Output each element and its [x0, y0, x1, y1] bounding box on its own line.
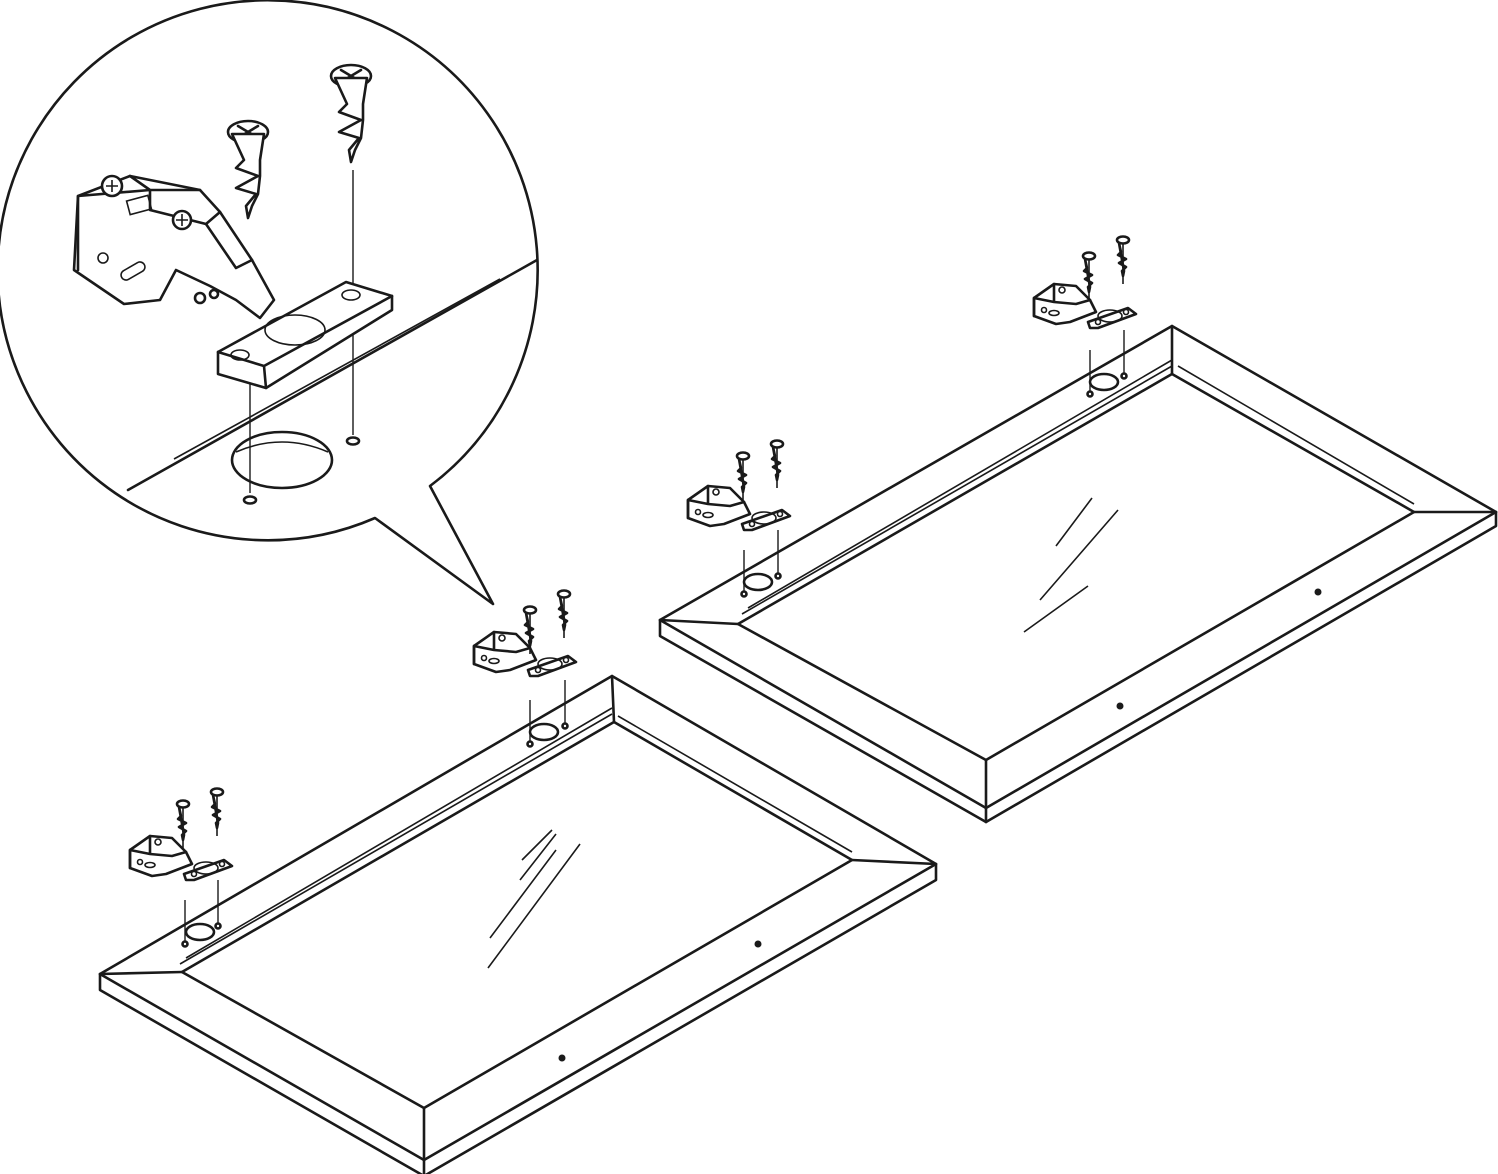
hinge-detail-callout [0, 0, 539, 606]
right-door [658, 235, 1498, 824]
left-door [98, 589, 938, 1174]
